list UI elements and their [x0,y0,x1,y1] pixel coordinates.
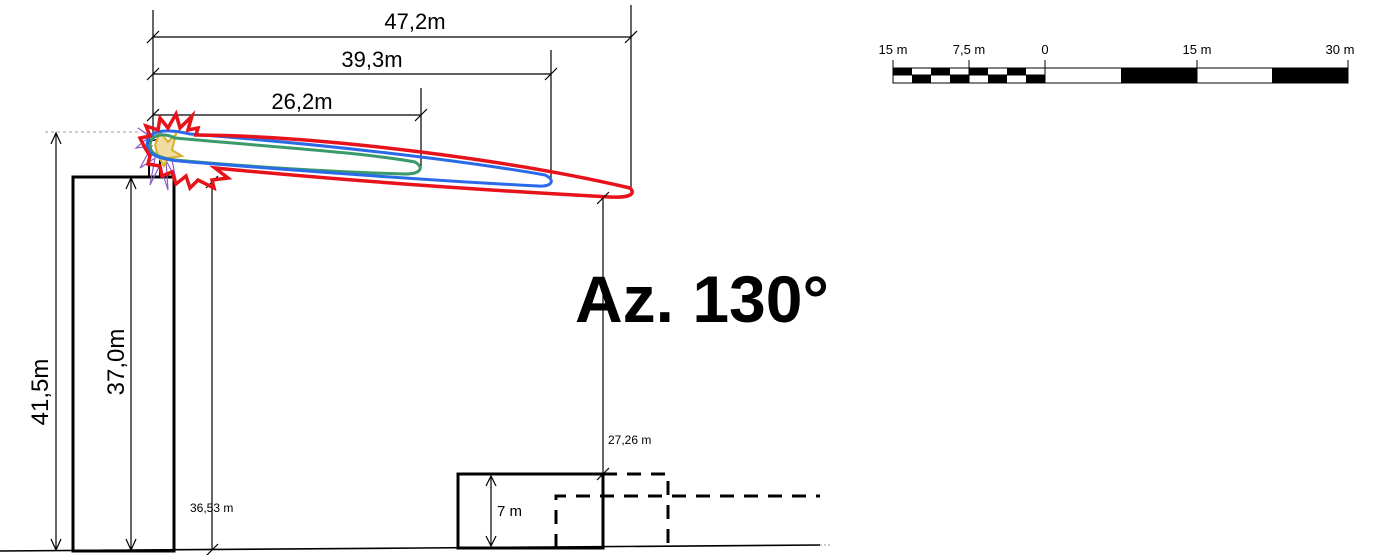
scale-bar-segment [893,68,912,75]
reach-blue-tick-start [146,67,160,81]
roof-building-label: 7 m [497,503,522,520]
reach-green-label: 26,2m [271,89,332,114]
scale-bar-segment [988,75,1007,83]
scale-bar-segment [969,68,988,75]
main-building [71,175,176,553]
reach-red-tick-start [146,30,160,44]
lower-building-extension-dashed [603,472,670,548]
scale-bar-segment [931,68,950,75]
mast-height-arrow-bottom [50,538,62,552]
roof-building-arrow-top [485,474,497,487]
lower-building [456,472,605,550]
scale-bar-label: 30 m [1326,42,1355,57]
reach-green-tick-start [146,108,160,122]
scale-bar-label: 0 [1041,42,1048,57]
scale-bar-label: 15 m [1183,42,1212,57]
clearance-tick-top [596,191,610,205]
building-height-arrow-top [125,176,137,190]
scale-bar: 15 m 7,5 m 0 15 m 30 m [879,42,1355,84]
scale-bar-segment [912,75,931,83]
scale-bar-segment [1007,68,1026,75]
scale-bar-segment [950,75,969,83]
building-height-label: 37,0m [103,329,130,396]
antenna-bottom-tick-bottom [206,543,219,555]
scale-bar-label: 7,5 m [953,42,986,57]
azimuth-label: Az. 130° [575,262,829,336]
clearance-label: 27,26 m [608,433,651,447]
mast-height-arrow-top [50,131,62,145]
scale-bar-label: 15 m [879,42,908,57]
reach-blue-label: 39,3m [341,47,402,72]
building-height-arrow-bottom [125,538,137,552]
reach-red-label: 47,2m [384,9,445,34]
scale-bar-segment [1121,68,1197,83]
lobe-blue [145,129,553,188]
mast-height-label: 41,5m [27,359,54,426]
future-building-dashed [554,494,820,548]
scale-bar-segment [1272,68,1348,83]
scale-bar-segment [1026,75,1045,83]
roof-building-arrow-bottom [485,535,497,548]
antenna-bottom-label: 36,53 m [190,501,233,515]
lobe-red [137,109,634,199]
